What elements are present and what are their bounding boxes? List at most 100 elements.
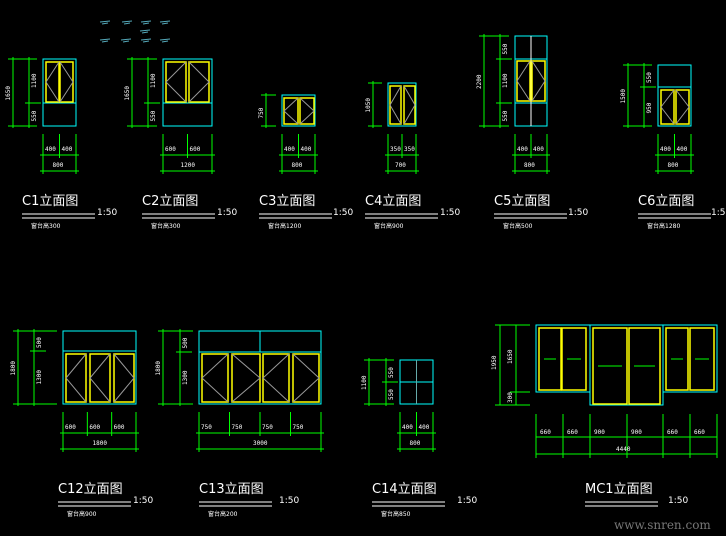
height-label: 550 bbox=[502, 110, 509, 121]
sash bbox=[45, 61, 60, 103]
height-total-label: 1500 bbox=[620, 89, 627, 104]
sill-height-note: 窗台高1200 bbox=[268, 222, 301, 230]
note-mark bbox=[101, 40, 109, 43]
sash bbox=[299, 97, 315, 125]
height-label: 550 bbox=[388, 367, 395, 378]
height-label: 550 bbox=[31, 110, 38, 121]
height-label: 1100 bbox=[502, 73, 509, 88]
sash bbox=[231, 353, 261, 403]
door-leaf bbox=[592, 327, 628, 405]
door-frame-right bbox=[662, 324, 718, 393]
opening-line bbox=[65, 353, 87, 379]
sash bbox=[531, 60, 546, 102]
note-mark bbox=[142, 40, 150, 43]
opening-line bbox=[531, 80, 546, 102]
drawing-scale: 1:50 bbox=[457, 496, 477, 506]
height-label: 950 bbox=[646, 102, 653, 113]
height-label: 550 bbox=[502, 43, 509, 54]
opening-line bbox=[516, 80, 531, 102]
height-label: 1650 bbox=[507, 349, 514, 364]
drawing-title: C12立面图 bbox=[58, 482, 123, 497]
opening-line bbox=[45, 61, 60, 83]
opening-line bbox=[231, 353, 261, 379]
door-leaf bbox=[538, 327, 562, 391]
note-mark bbox=[120, 38, 132, 41]
opening-line bbox=[113, 377, 135, 403]
note-mark bbox=[99, 20, 111, 23]
sill-height-note: 窗台高1280 bbox=[647, 222, 680, 230]
note-mark bbox=[101, 22, 109, 25]
total-width-label: 3000 bbox=[253, 440, 268, 447]
total-width-label: 800 bbox=[668, 162, 679, 169]
width-label: 400 bbox=[533, 146, 544, 153]
drawing-scale: 1:50 bbox=[711, 208, 726, 218]
drawing-scale: 1:50 bbox=[668, 496, 688, 506]
height-total-label: 1050 bbox=[365, 98, 372, 113]
opening-line bbox=[201, 353, 229, 379]
width-label: 600 bbox=[114, 424, 125, 431]
door-leaf bbox=[628, 327, 661, 405]
opening-line bbox=[165, 81, 187, 103]
opening-line bbox=[675, 89, 690, 108]
height-total-label: 1100 bbox=[361, 375, 368, 390]
window-frame bbox=[387, 82, 417, 127]
opening-line bbox=[299, 110, 315, 125]
opening-line bbox=[660, 106, 675, 125]
window-frame bbox=[162, 58, 213, 127]
sill-height-note: 窗台高500 bbox=[503, 222, 533, 230]
total-width-label: 700 bbox=[395, 162, 406, 169]
drawing-title: MC1立面图 bbox=[585, 482, 653, 497]
sill-height-note: 窗台高300 bbox=[31, 222, 61, 230]
width-label: 750 bbox=[232, 424, 243, 431]
height-label: 550 bbox=[150, 110, 157, 121]
height-label: 550 bbox=[646, 72, 653, 83]
door-leaf bbox=[665, 327, 689, 391]
drawing-title: C3立面图 bbox=[259, 194, 315, 209]
drawing-scale: 1:50 bbox=[279, 496, 299, 506]
width-label: 400 bbox=[62, 146, 73, 153]
width-label: 600 bbox=[89, 424, 100, 431]
width-label: 350 bbox=[390, 146, 401, 153]
opening-line bbox=[59, 81, 74, 103]
sash bbox=[675, 89, 690, 125]
width-label: 660 bbox=[567, 429, 578, 436]
drawing-scale: 1:50 bbox=[333, 208, 353, 218]
sash bbox=[201, 353, 229, 403]
opening-line bbox=[201, 377, 229, 403]
opening-line bbox=[89, 353, 111, 379]
sash bbox=[113, 353, 135, 403]
note-mark bbox=[122, 40, 130, 43]
sill-height-note: 窗台高900 bbox=[374, 222, 404, 230]
drawing-scale: 1:50 bbox=[217, 208, 237, 218]
watermark: www.snren.com bbox=[614, 518, 711, 532]
opening-line bbox=[165, 61, 187, 83]
height-total-label: 1950 bbox=[491, 355, 498, 370]
opening-line bbox=[389, 85, 402, 106]
opening-line bbox=[292, 377, 320, 403]
total-width-label: 800 bbox=[524, 162, 535, 169]
opening-line bbox=[262, 377, 290, 403]
drawing-scale: 1:50 bbox=[133, 496, 153, 506]
opening-line bbox=[231, 377, 261, 403]
total-width-label: 1800 bbox=[93, 440, 108, 447]
width-label: 400 bbox=[677, 146, 688, 153]
opening-line bbox=[283, 97, 299, 112]
width-label: 900 bbox=[631, 429, 642, 436]
opening-line bbox=[389, 104, 402, 125]
height-total-label: 2200 bbox=[476, 74, 483, 89]
opening-line bbox=[89, 377, 111, 403]
height-total-label: 1800 bbox=[10, 361, 17, 376]
sash bbox=[262, 353, 290, 403]
width-label: 660 bbox=[667, 429, 678, 436]
note-mark bbox=[159, 38, 171, 41]
opening-line bbox=[292, 353, 320, 379]
drawing-title: C5立面图 bbox=[494, 194, 550, 209]
height-label: 1100 bbox=[150, 73, 157, 88]
drawing-title: C13立面图 bbox=[199, 482, 264, 497]
width-label: 400 bbox=[419, 424, 430, 431]
